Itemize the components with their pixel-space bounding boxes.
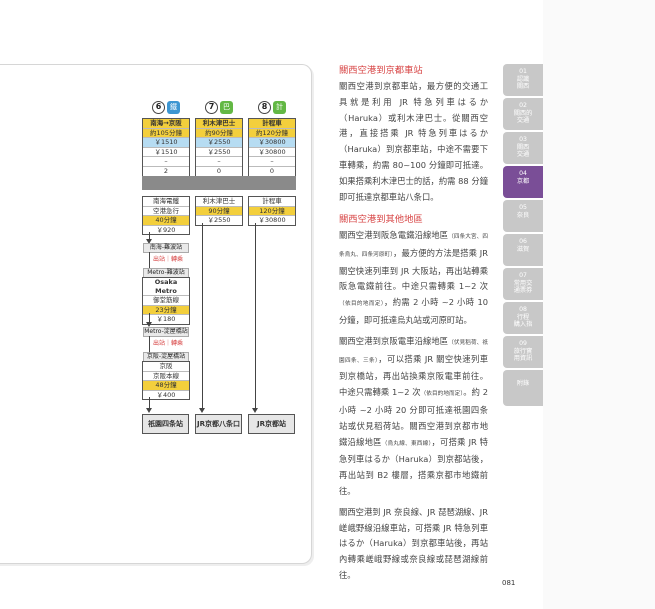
route-number: 8	[258, 100, 271, 114]
taxi-icon: 計	[273, 100, 286, 114]
arrow-down-icon	[199, 408, 205, 413]
metro-train-box: Osaka Metro 御堂筋線 23分鐘 ￥180	[142, 277, 190, 325]
transfer-note: 出站｜轉乘	[153, 256, 184, 263]
arrow-down-icon	[146, 239, 152, 244]
route6-summary-box: 南海→京阪 約105分鐘 ￥1510 ￥1510 – 2	[142, 118, 190, 177]
route-number: 6	[152, 100, 165, 114]
arrow-down-icon	[252, 408, 258, 413]
transfer-note: 出站｜轉乘	[153, 340, 184, 347]
route7-summary-box: 利木津巴士 約90分鐘 ￥2550 ￥2550 – 0	[195, 118, 243, 177]
nankai-train-box: 南海電鐵 空港急行 40分鐘 ￥920	[142, 196, 190, 236]
transfer-station-label: Metro-淀屋橋站	[143, 327, 189, 337]
arrow-down-icon	[146, 408, 152, 413]
section-paragraph: 關西空港到京阪電車沿線地區（伏見稻荷、祇園四条、三条），可以搭乘 JR 關空快速…	[339, 335, 488, 496]
destination-kyoto-station: JR京都站	[248, 414, 295, 434]
section-kansai-to-kyoto: 關西空港到京都車站 關西空港到京都車站，最方便的交通工具就是利用 JR 特急列車…	[339, 63, 488, 210]
arrow-down-icon	[146, 322, 152, 327]
section-paragraph: 關西空港到京都車站，最方便的交通工具就是利用 JR 特急列車はるか（Haruka…	[339, 81, 488, 202]
transfer-station-label: 南海-難波站	[143, 243, 189, 253]
route-badge-6: 6 鐵	[152, 100, 180, 114]
section-heading: 關西空港到其他地區	[339, 214, 423, 225]
bus-icon: 巴	[220, 100, 233, 114]
airport-divider-bar	[142, 176, 296, 190]
tab-appendix[interactable]: 附錄	[503, 370, 543, 406]
keihan-train-box: 京阪 京阪本線 48分鐘 ￥400	[142, 361, 190, 401]
train-icon: 鐵	[167, 100, 180, 114]
section-kansai-to-other: 關西空港到其他地區 關西空港到阪急電鐵沿線地區（四条大宮、四条烏丸、四条河原町）…	[339, 212, 488, 589]
section-paragraph: 關西空港到阪急電鐵沿線地區（四条大宮、四条烏丸、四条河原町），最方便的方法是搭乘…	[339, 230, 489, 325]
route-badge-7: 7 巴	[205, 100, 233, 114]
taxi-box: 計程車 120分鐘 ￥30800	[248, 196, 296, 226]
destination-gion-shijo: 祇園四条站	[142, 414, 189, 434]
route-number: 7	[205, 100, 218, 114]
route8-summary-box: 計程車 約120分鐘 ￥30800 ￥30800 – 0	[248, 118, 296, 177]
page-margin	[543, 0, 655, 609]
page-number: 081	[502, 579, 516, 587]
destination-kyoto-hachijo: JR京都八条口	[195, 414, 242, 434]
limousine-bus-box: 利木津巴士 90分鐘 ￥2550	[195, 196, 243, 226]
section-heading: 關西空港到京都車站	[339, 65, 423, 76]
route-badge-8: 8 計	[258, 100, 286, 114]
section-paragraph: 關西空港到 JR 奈良線、JR 琵琶湖線、JR 嵯峨野線沿線車站，可搭乘 JR …	[339, 506, 488, 580]
